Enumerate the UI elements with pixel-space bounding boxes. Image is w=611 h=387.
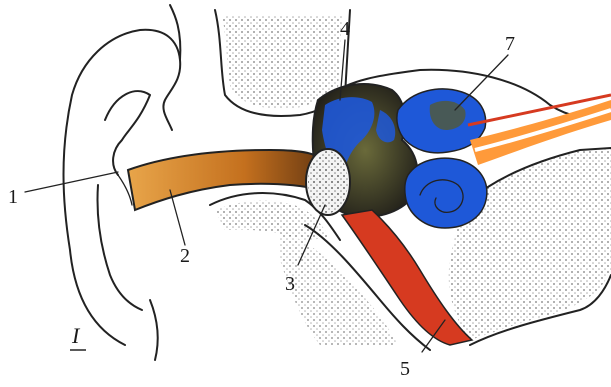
figure-number: I: [71, 323, 81, 348]
external-auditory-canal: [128, 150, 322, 210]
eardrum: [306, 149, 350, 215]
leader-line-1: [25, 172, 118, 192]
leader-line-2: [170, 190, 185, 245]
label-2: 2: [180, 245, 190, 267]
leader-line-7: [455, 55, 508, 110]
label-4: 4: [340, 18, 350, 40]
label-1: 1: [8, 186, 18, 208]
label-3: 3: [285, 273, 295, 295]
label-7: 7: [505, 33, 515, 55]
label-5: 5: [400, 358, 410, 380]
